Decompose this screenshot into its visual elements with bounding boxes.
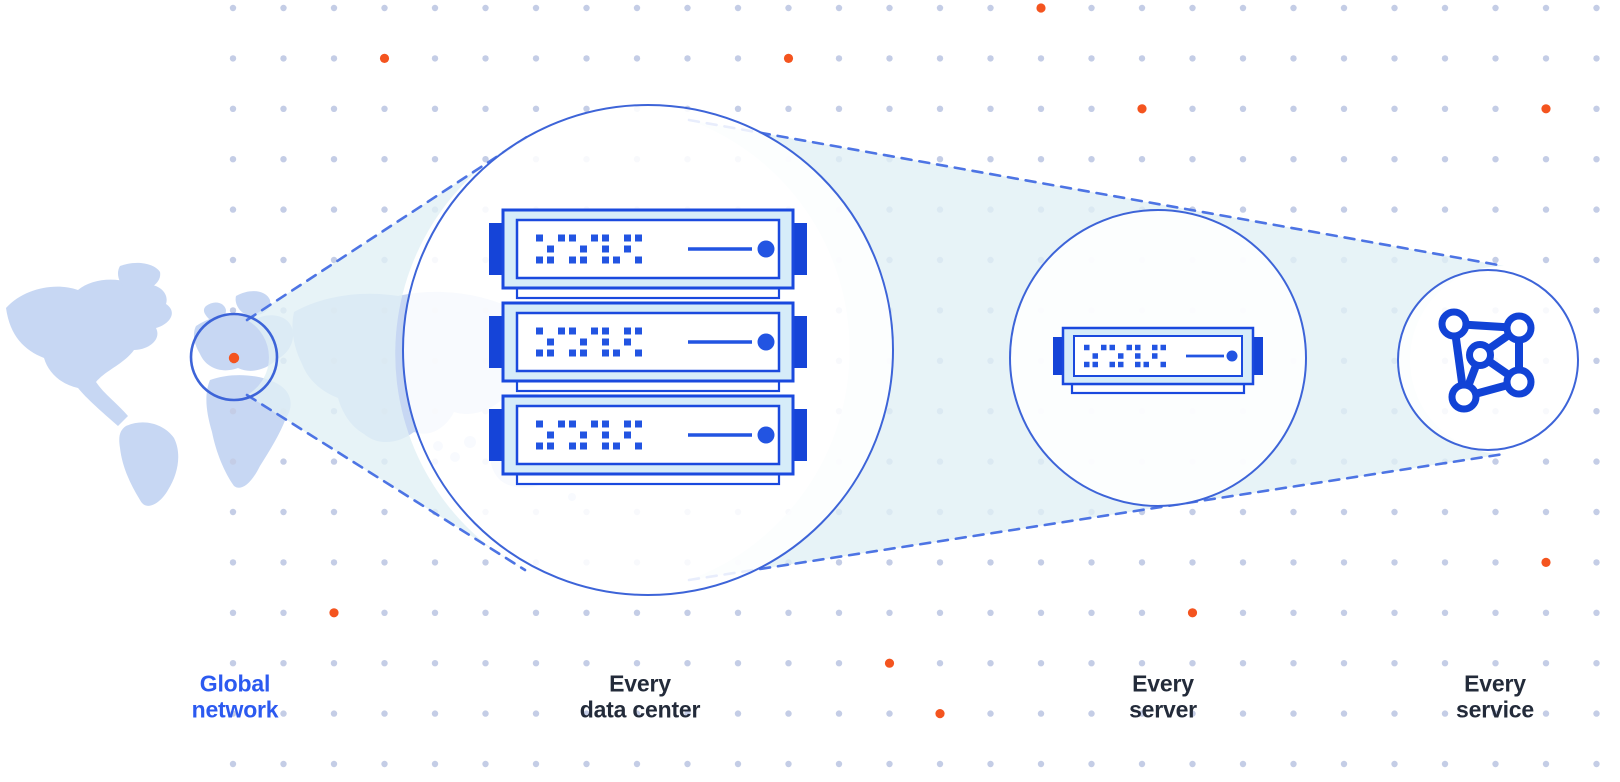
stage-label-every-data-center: Every data center <box>579 670 701 723</box>
server-rack-icon <box>489 208 807 486</box>
single-server-icon <box>1053 326 1263 395</box>
network-mesh-icon <box>1438 308 1535 413</box>
stage-label-every-service: Every service <box>1456 670 1534 723</box>
stage-label-global-network: Global network <box>191 670 279 723</box>
stage-label-every-server: Every server <box>1129 670 1197 723</box>
stage-circle-global-network <box>189 312 279 402</box>
map-location-marker-icon <box>228 352 240 364</box>
